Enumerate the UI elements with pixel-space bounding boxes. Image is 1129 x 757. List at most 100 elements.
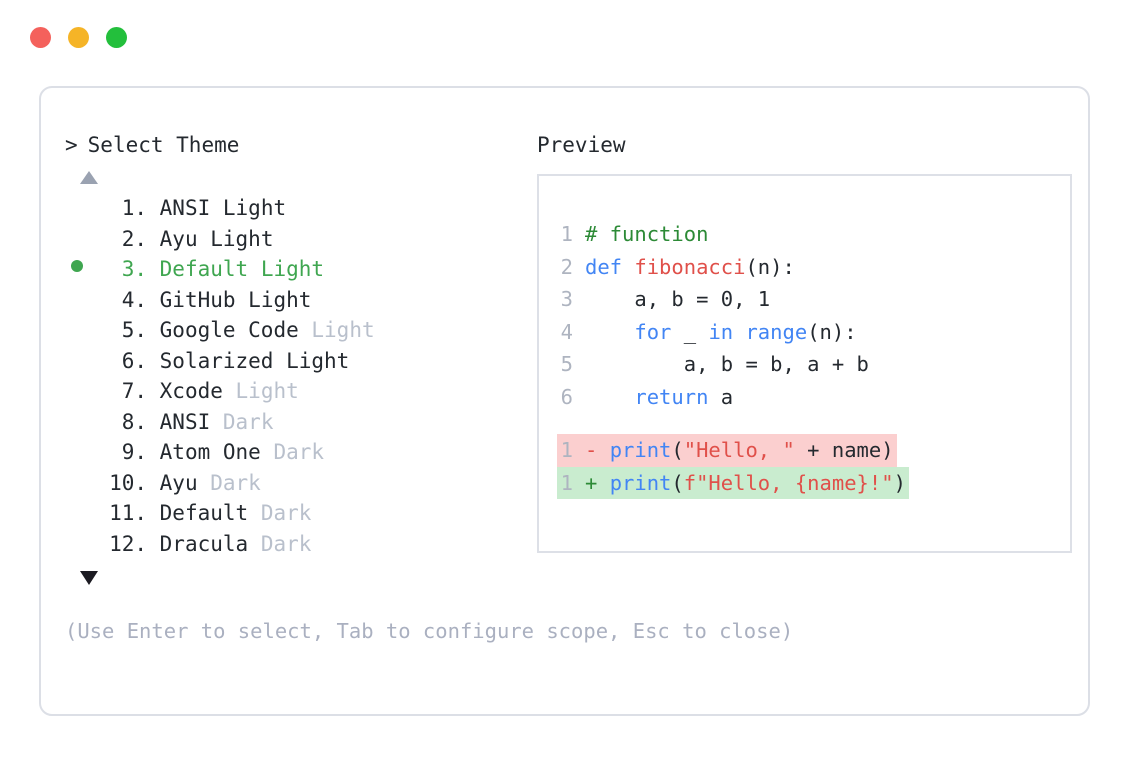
- theme-list-item[interactable]: 8. ANSI Dark: [65, 407, 535, 438]
- code-token: (: [671, 438, 684, 462]
- theme-index: 6.: [121, 348, 147, 373]
- diff-removed-line: 1- print("Hello, " + name): [557, 434, 897, 467]
- code-token: _: [671, 319, 709, 344]
- code-token: (n):: [745, 254, 795, 279]
- code-line-number: 1: [560, 222, 573, 246]
- theme-name-gap: [248, 254, 261, 285]
- theme-list-item[interactable]: 12. Dracula Dark: [65, 529, 535, 560]
- theme-name: Google Code: [159, 318, 299, 342]
- scroll-up-icon[interactable]: [80, 171, 98, 184]
- page-title: Select Theme: [87, 133, 240, 157]
- keyboard-hint: (Use Enter to select, Tab to configure s…: [65, 619, 794, 643]
- theme-index-gap: [147, 224, 160, 255]
- theme-index-gap: [147, 254, 160, 285]
- code-token: (: [671, 470, 684, 495]
- theme-variant: Light: [222, 196, 287, 220]
- code-line-number: 4: [560, 319, 573, 344]
- selection-bullet-slot: [65, 260, 99, 276]
- theme-index: 7.: [121, 379, 147, 403]
- code-line: 3 a, b = 0, 1: [557, 283, 1070, 316]
- code-token: "Hello, ": [683, 438, 795, 462]
- theme-name-gap: [248, 529, 261, 560]
- scroll-down-icon[interactable]: [80, 571, 98, 585]
- diff-line-wrapper: 1- print("Hello, " + name): [557, 434, 1070, 467]
- code-line-number: 6: [560, 384, 573, 409]
- selected-bullet-icon: [71, 260, 83, 272]
- theme-name-gap: [223, 376, 236, 407]
- theme-name-gap: [273, 346, 286, 377]
- theme-name-gap: [210, 193, 223, 224]
- preview-label: Preview: [537, 133, 626, 157]
- diff-line-wrapper: 1 + print(f"Hello, {name}!"): [557, 466, 1070, 499]
- theme-list-item[interactable]: 10. Ayu Dark: [65, 468, 535, 499]
- theme-name: GitHub: [159, 287, 236, 312]
- theme-index: 11.: [109, 501, 147, 525]
- theme-name-gap: [248, 498, 261, 529]
- theme-name-gap: [236, 285, 249, 316]
- diff-line-number: 1: [560, 470, 573, 495]
- theme-list-item[interactable]: 7. Xcode Light: [65, 376, 535, 407]
- theme-name: Atom One: [159, 440, 261, 464]
- code-token: print: [609, 470, 672, 495]
- code-line: 6 return a: [557, 381, 1070, 414]
- code-token: # function: [585, 222, 709, 246]
- theme-name-gap: [198, 224, 211, 255]
- theme-index-gap: [147, 315, 160, 346]
- code-token: [733, 320, 745, 344]
- code-token: print: [609, 438, 672, 462]
- code-token: a, b = 0, 1: [585, 287, 771, 311]
- theme-name-gap: [299, 315, 312, 346]
- theme-index-gap: [147, 285, 160, 316]
- code-token: fibonacci: [634, 254, 746, 279]
- theme-name: ANSI: [159, 409, 211, 434]
- code-token: ): [893, 470, 906, 495]
- theme-name: Xcode: [159, 379, 223, 403]
- theme-index-gap: [147, 193, 160, 224]
- theme-name-gap: [261, 437, 274, 468]
- theme-list-item[interactable]: 6. Solarized Light: [65, 346, 535, 377]
- theme-name-gap: [210, 407, 223, 438]
- theme-index: 1.: [121, 196, 147, 220]
- theme-variant: Light: [311, 318, 375, 342]
- code-line-number: 2: [560, 254, 573, 279]
- code-line-number: 5: [560, 352, 573, 376]
- maximize-icon[interactable]: [106, 27, 127, 48]
- code-line: 4 for _ in range(n):: [557, 316, 1070, 349]
- prompt-header: > Select Theme: [65, 130, 535, 160]
- theme-name: ANSI: [159, 196, 211, 220]
- diff-added-line: 1 + print(f"Hello, {name}!"): [557, 466, 909, 499]
- theme-name: Ayu: [159, 226, 198, 251]
- code-token: in: [708, 319, 734, 344]
- theme-index-gap: [147, 498, 160, 529]
- theme-index: 8.: [121, 409, 147, 434]
- theme-list-item[interactable]: 2. Ayu Light: [65, 224, 535, 255]
- code-token: f"Hello, {name}!": [683, 470, 894, 495]
- theme-list-item[interactable]: 4. GitHub Light: [65, 285, 535, 316]
- code-token: a: [708, 384, 734, 409]
- code-token: (n):: [807, 319, 857, 344]
- code-line: 2 def fibonacci(n):: [557, 251, 1070, 284]
- theme-variant: Dark: [222, 409, 274, 434]
- minimize-icon[interactable]: [68, 27, 89, 48]
- code-token: def: [585, 254, 635, 279]
- theme-list-item[interactable]: 11. Default Dark: [65, 498, 535, 529]
- theme-name: Ayu: [159, 470, 198, 495]
- theme-name: Solarized: [159, 348, 274, 373]
- theme-index: 5.: [121, 318, 147, 342]
- code-token: for: [634, 319, 672, 344]
- theme-list-item[interactable]: 9. Atom One Dark: [65, 437, 535, 468]
- code-token: [585, 385, 634, 409]
- close-icon[interactable]: [30, 27, 51, 48]
- theme-list-item[interactable]: 3. Default Light: [65, 254, 535, 285]
- theme-variant: Light: [248, 287, 312, 312]
- diff-sign: -: [585, 438, 610, 462]
- theme-variant: Light: [260, 257, 325, 281]
- diff-sign: +: [585, 470, 610, 495]
- theme-index-gap: [147, 468, 160, 499]
- theme-list-item[interactable]: 1. ANSI Light: [65, 193, 535, 224]
- code-line-number: 3: [560, 287, 573, 311]
- theme-list-item[interactable]: 5. Google Code Light: [65, 315, 535, 346]
